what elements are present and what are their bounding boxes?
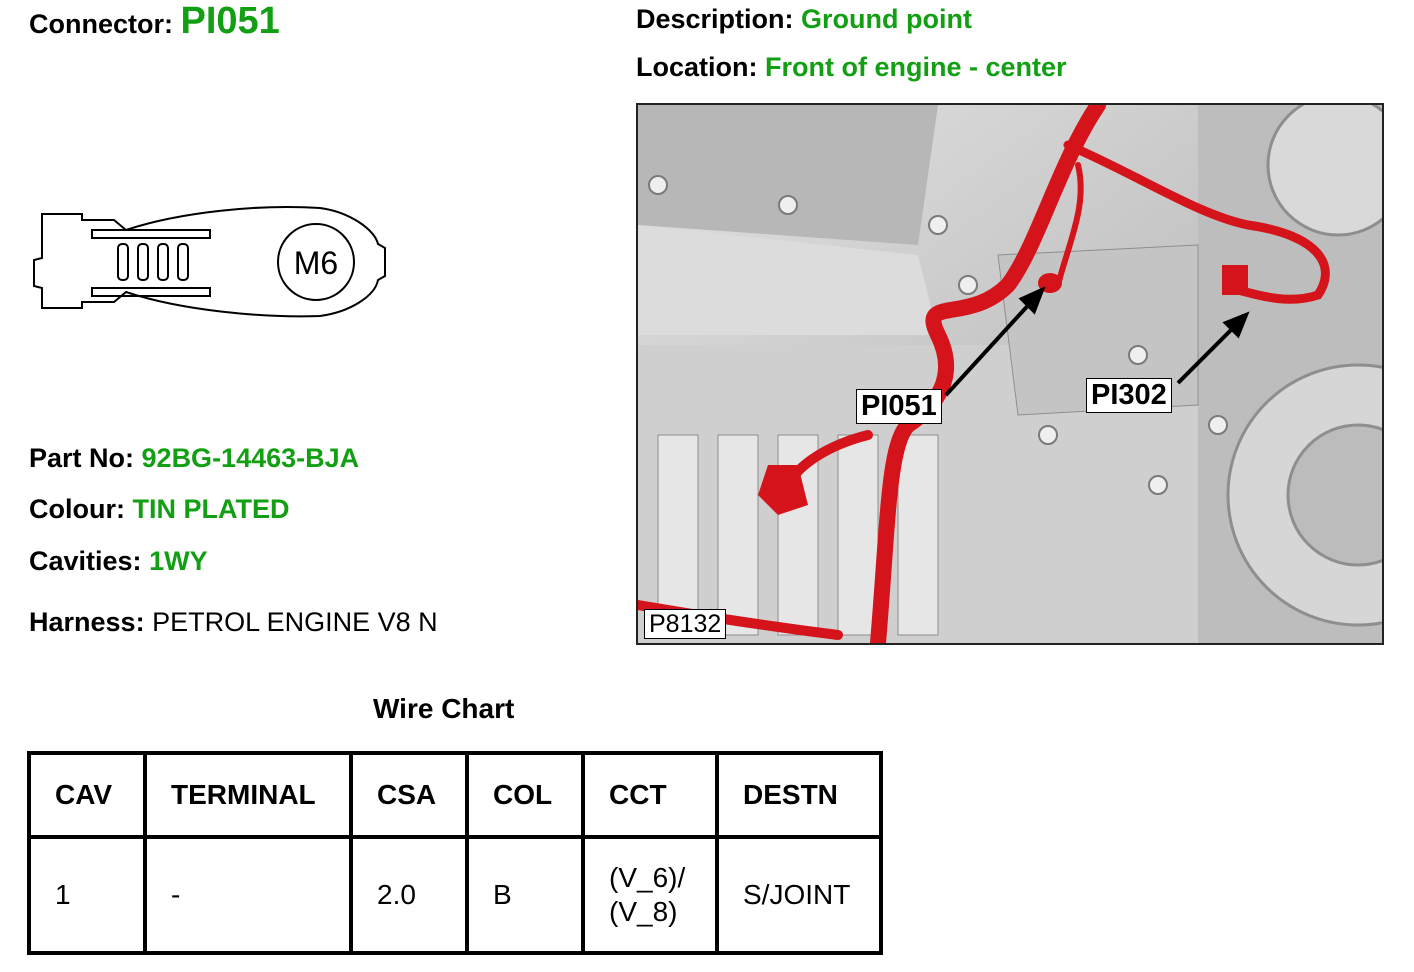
- stud-size-label: M6: [294, 245, 338, 281]
- header-cct: CCT: [581, 751, 719, 839]
- cell-terminal: -: [143, 835, 353, 955]
- part-number-value: 92BG-14463-BJA: [141, 443, 360, 473]
- engine-illustration: [638, 105, 1382, 643]
- description-label: Description:: [636, 4, 794, 34]
- wire-chart-title: Wire Chart: [373, 693, 515, 724]
- cavities-label: Cavities:: [29, 546, 142, 576]
- header-terminal: TERMINAL: [143, 751, 353, 839]
- cell-col: B: [465, 835, 585, 955]
- location-field: Location: Front of engine - center: [636, 52, 1067, 83]
- harness-value: PETROL ENGINE V8 N: [152, 607, 438, 637]
- description-value: Ground point: [801, 4, 972, 34]
- location-photo: PI051 PI302 P8132: [636, 103, 1384, 645]
- harness-field: Harness: PETROL ENGINE V8 N: [29, 607, 438, 638]
- cell-destn: S/JOINT: [715, 835, 883, 955]
- location-value: Front of engine - center: [765, 52, 1067, 82]
- colour-field: Colour: TIN PLATED: [29, 494, 290, 525]
- cct-line-1: (V_6)/: [609, 862, 686, 893]
- cell-cav: 1: [27, 835, 147, 955]
- header-destn: DESTN: [715, 751, 883, 839]
- connector-value: PI051: [180, 0, 280, 42]
- colour-value: TIN PLATED: [132, 494, 290, 524]
- part-number-label: Part No:: [29, 443, 135, 473]
- location-label: Location:: [636, 52, 758, 82]
- cavities-field: Cavities: 1WY: [29, 546, 208, 577]
- callout-pi302: PI302: [1086, 378, 1172, 413]
- image-code-label: P8132: [644, 609, 727, 639]
- part-number-field: Part No: 92BG-14463-BJA: [29, 443, 359, 474]
- ring-terminal-drawing: M6: [33, 206, 386, 318]
- cavities-value: 1WY: [149, 546, 208, 576]
- connector-field: Connector: PI051: [29, 0, 280, 43]
- colour-label: Colour:: [29, 494, 125, 524]
- header-csa: CSA: [349, 751, 469, 839]
- wire-chart-table: CAV TERMINAL CSA COL CCT DESTN 1 - 2.0 B…: [27, 751, 883, 955]
- cct-line-2: (V_8): [609, 896, 678, 927]
- table-header-row: CAV TERMINAL CSA COL CCT DESTN: [27, 751, 883, 839]
- harness-label: Harness:: [29, 607, 145, 637]
- cell-cct: (V_6)/ (V_8): [581, 835, 719, 955]
- cell-csa: 2.0: [349, 835, 469, 955]
- callout-pi051: PI051: [856, 389, 942, 424]
- description-field: Description: Ground point: [636, 4, 972, 35]
- connector-label: Connector:: [29, 9, 173, 39]
- table-row: 1 - 2.0 B (V_6)/ (V_8) S/JOINT: [27, 835, 883, 955]
- header-cav: CAV: [27, 751, 147, 839]
- header-col: COL: [465, 751, 585, 839]
